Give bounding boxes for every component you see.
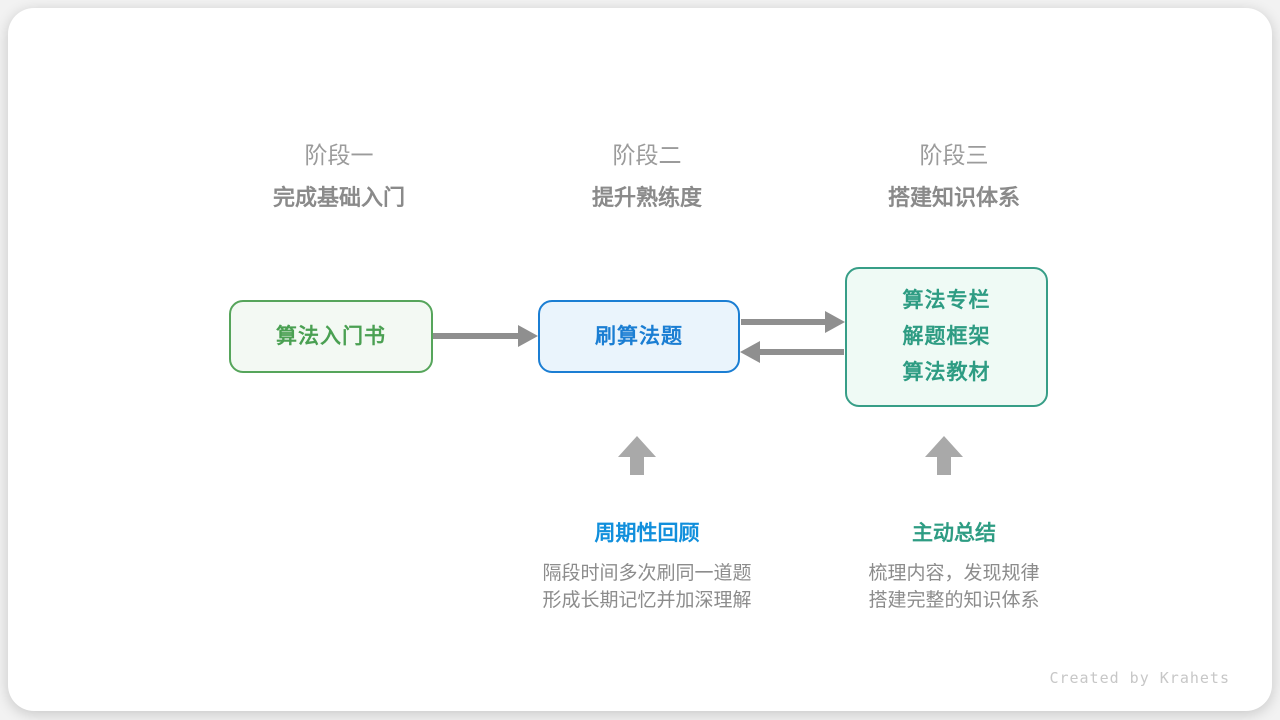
stage-1-subtitle: 完成基础入门 <box>272 185 405 210</box>
flow-box-resources-line-2: 解题框架 <box>902 325 991 348</box>
diagram-card: 阶段一 完成基础入门 阶段二 提升熟练度 阶段三 搭建知识体系 算法入门书 刷算… <box>8 8 1272 711</box>
flow-box-intro-book-line: 算法入门书 <box>276 324 386 348</box>
annotation-periodic-review-desc: 隔段时间多次刷同一道题 形成长期记忆并加深理解 <box>497 560 797 614</box>
stage-3-subtitle: 搭建知识体系 <box>887 185 1020 210</box>
annotation-periodic-review-desc-line-1: 隔段时间多次刷同一道题 <box>542 563 752 584</box>
stage-3-label: 阶段三 <box>919 142 989 168</box>
stage-1-label: 阶段一 <box>304 142 374 168</box>
annotation-active-summary-desc-line-1: 梳理内容，发现规律 <box>868 563 1040 584</box>
flow-box-resources-line-1: 算法专栏 <box>902 289 991 312</box>
stage-2-label: 阶段二 <box>612 142 682 168</box>
annotation-active-summary-title: 主动总结 <box>912 522 996 545</box>
stage-2-subtitle: 提升熟练度 <box>591 185 702 210</box>
flow-box-intro-book: 算法入门书 <box>229 300 433 373</box>
credit-text: Created by Krahets <box>1049 669 1230 687</box>
annotation-periodic-review-title: 周期性回顾 <box>594 522 700 545</box>
flow-box-practice-problems: 刷算法题 <box>538 300 740 373</box>
flow-box-practice-problems-line: 刷算法题 <box>595 324 683 348</box>
annotation-periodic-review-desc-line-2: 形成长期记忆并加深理解 <box>542 590 752 611</box>
annotation-active-summary-desc: 梳理内容，发现规律 搭建完整的知识体系 <box>804 560 1104 614</box>
flow-box-resources-line-3: 算法教材 <box>902 361 991 384</box>
flow-box-knowledge-resources: 算法专栏 解题框架 算法教材 <box>845 267 1048 407</box>
annotation-active-summary-desc-line-2: 搭建完整的知识体系 <box>868 590 1040 611</box>
